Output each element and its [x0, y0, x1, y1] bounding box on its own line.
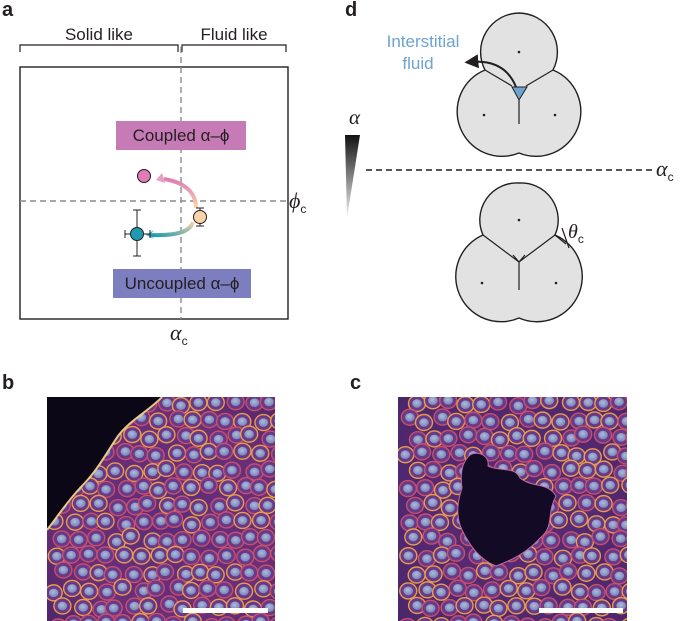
- uncoupled-label: Uncoupled α–ϕ: [125, 274, 240, 293]
- coupled-point: [138, 170, 151, 183]
- tissue-micrograph-c: [397, 392, 648, 621]
- interstitial-label-line2: fluid: [402, 54, 433, 73]
- coupled-trajectory-arrow: [164, 179, 196, 208]
- coupled-arrowhead: [156, 173, 165, 183]
- alpha-axis-label: α: [349, 105, 361, 129]
- phi-c-label: ϕc: [289, 188, 306, 216]
- alpha-c-threshold-label: αc: [656, 156, 674, 184]
- interstitial-label-line1: Interstitial: [387, 32, 460, 51]
- solid-like-label: Solid like: [65, 25, 133, 44]
- panel-d-letter: d: [345, 0, 357, 21]
- fluid-cell-triplet: [456, 13, 581, 156]
- solid-like-bracket: [20, 45, 178, 52]
- uncoupled-trajectory-arrow: [150, 222, 193, 235]
- fluid-like-bracket: [182, 45, 286, 52]
- start-point: [194, 211, 207, 224]
- uncoupled-point: [131, 228, 144, 241]
- alpha-gradient-wedge: [345, 135, 360, 218]
- coupled-label: Coupled α–ϕ: [133, 126, 230, 145]
- tissue-micrograph-b: [45, 392, 288, 621]
- fluid-like-label: Fluid like: [200, 25, 267, 44]
- scale-bar-b: [183, 608, 268, 613]
- solid-cell-triplet: [456, 183, 582, 322]
- alpha-c-label: αc: [170, 320, 188, 348]
- panel-c-letter: c: [350, 372, 361, 394]
- scale-bar-c: [539, 608, 623, 613]
- panel-b-letter: b: [2, 372, 14, 394]
- theta-c-label: θc: [568, 221, 584, 246]
- panel-a-letter: a: [2, 0, 14, 21]
